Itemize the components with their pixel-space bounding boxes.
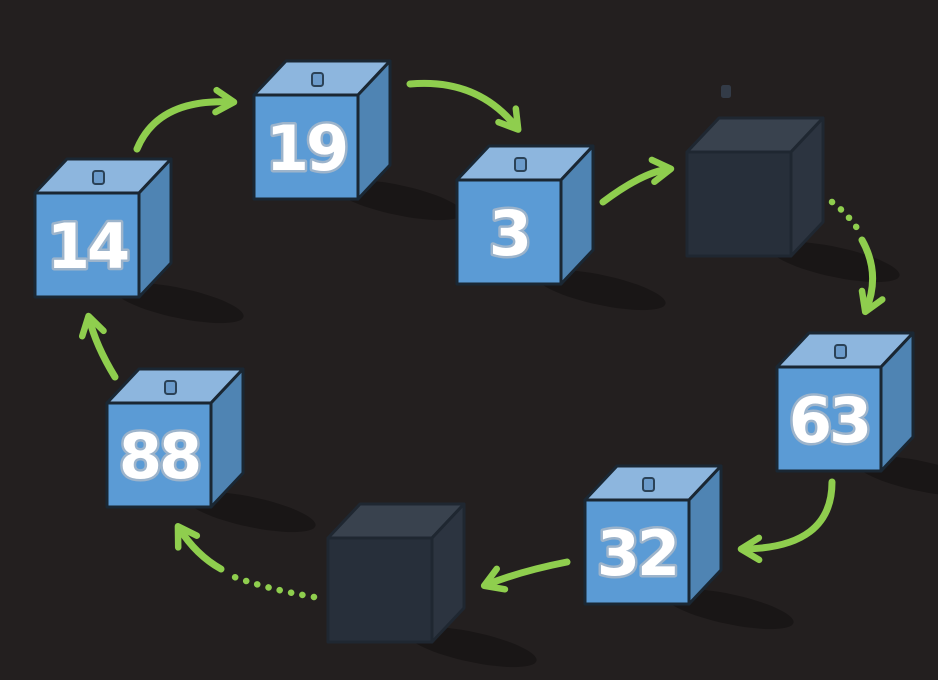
node-value: 32 — [597, 517, 677, 590]
cube-front-face — [33, 191, 141, 299]
knob-icon — [311, 72, 324, 87]
cube-front-face — [583, 498, 691, 606]
edge-32-to-hidden-arrow — [480, 558, 571, 593]
knob-icon — [92, 170, 105, 185]
cube-front-face — [326, 536, 434, 644]
edge-hidden-to-63-dots — [828, 198, 863, 235]
node-cube-19: 19 — [252, 59, 392, 201]
node-cube-32: 32 — [583, 464, 723, 606]
edge-14-to-19-arrow — [133, 86, 238, 153]
node-value: 19 — [266, 112, 346, 185]
cube-front-face — [455, 178, 563, 286]
node-cube-14: 14 — [33, 157, 173, 299]
node-value: 88 — [119, 420, 199, 493]
cube-front-face — [775, 365, 883, 473]
cube-shadow — [770, 241, 900, 283]
knob-icon — [164, 380, 177, 395]
node-cube-63: 63 — [775, 331, 915, 473]
cube-shadow — [536, 269, 666, 311]
edge-63-to-32-arrow — [737, 478, 836, 564]
cube-front-face — [105, 401, 213, 509]
node-value: 14 — [47, 210, 128, 283]
edge-hidden-to-63-arrow — [858, 236, 886, 316]
cube-shadow — [664, 588, 794, 630]
knob-icon — [514, 157, 527, 172]
node-cube-3: 3 — [455, 144, 595, 286]
node-value: 3 — [489, 197, 529, 270]
cube-shadow — [407, 626, 537, 668]
knob-icon — [642, 477, 655, 492]
node-cube-hidden-top — [685, 116, 825, 258]
node-cube-hidden-bottom — [326, 502, 466, 644]
cycle-arrows — [78, 79, 886, 601]
edge-hidden-to-88-dots — [225, 571, 318, 601]
cube-shadow — [186, 491, 316, 533]
cube-front-face — [252, 93, 360, 201]
knob-icon — [721, 85, 731, 98]
edge-19-to-3-arrow — [406, 79, 522, 133]
cube-shadow — [114, 282, 244, 324]
cube-front-face — [685, 150, 793, 258]
edge-3-to-hidden-arrow — [599, 156, 675, 206]
node-cube-88: 88 — [105, 367, 245, 509]
node-value: 63 — [789, 384, 869, 457]
edge-hidden-to-88-arrow — [174, 523, 225, 573]
edge-88-to-14-arrow — [78, 312, 119, 381]
knob-icon — [834, 344, 847, 359]
